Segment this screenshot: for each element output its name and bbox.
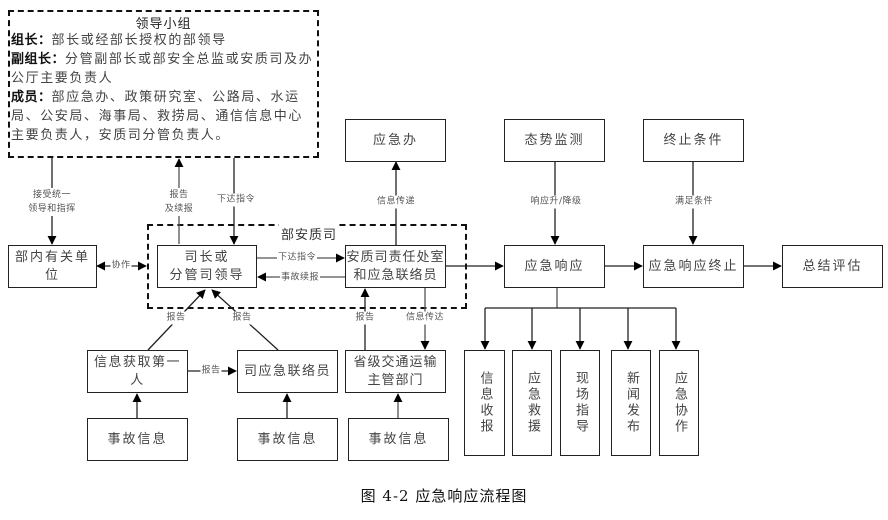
deputy-leader-entry: 副组长：分管副部长或部安全总监或安质司及办公厅主要负责人 [11, 50, 317, 88]
edge-label-info-transfer-up: 信息传递 [375, 195, 417, 209]
edge-label-report-liaison: 报告 [231, 311, 253, 325]
node-director[interactable]: 司长或 分管司领导 [157, 245, 257, 288]
node-label: 应急办 [372, 132, 418, 148]
node-info-reporting[interactable]: 信息收报 [464, 350, 505, 456]
node-news-release[interactable]: 新闻发布 [611, 350, 651, 456]
edge-label-report-first-informant: 报告 [165, 311, 187, 325]
node-label: 应急救援 [525, 371, 540, 435]
leader-entry: 组长：部长或经部长授权的部领导 [11, 31, 317, 50]
edge-label-cooperation: 协作 [110, 259, 132, 273]
leader-role-text: 部长或经部长授权的部领导 [51, 33, 227, 48]
node-first-informant[interactable]: 信息获取第一人 [87, 350, 188, 393]
node-label: 新闻发布 [624, 371, 639, 435]
node-safety-office[interactable]: 安质司责任处室 和应急联络员 [345, 245, 446, 288]
edge-label-conditions-met: 满足条件 [673, 195, 715, 209]
node-label: 事故信息 [368, 431, 429, 447]
node-label: 安质司责任处室 和应急联络员 [346, 249, 445, 283]
node-provincial-transport[interactable]: 省级交通运输主管部门 [345, 350, 446, 393]
leadership-group-title: 领导小组 [135, 17, 192, 32]
edge-label-response-up-down: 响应升/降级 [529, 195, 583, 209]
node-label: 部内有关单位 [14, 249, 90, 283]
node-label: 事故信息 [107, 431, 168, 447]
edge-label-report-horizontal: 报告 [200, 364, 222, 378]
node-label: 信息获取第一人 [93, 354, 181, 388]
node-response-termination[interactable]: 应急响应终止 [643, 245, 744, 288]
node-situation-monitoring[interactable]: 态势监测 [504, 119, 605, 162]
node-label: 司长或 分管司领导 [169, 249, 245, 283]
edge-label-accept-leadership: 接受统一 领导和指挥 [27, 188, 77, 216]
node-accident-info-2[interactable]: 事故信息 [237, 418, 338, 461]
node-label: 司应急联络员 [243, 363, 331, 379]
node-label: 终止条件 [663, 132, 724, 148]
node-label: 事故信息 [257, 431, 318, 447]
node-label: 应急响应终止 [648, 258, 739, 274]
node-label: 总结评估 [802, 258, 863, 274]
department-group-title: 部安质司 [279, 224, 340, 243]
node-label: 应急协作 [672, 371, 687, 435]
node-emergency-cooperation[interactable]: 应急协作 [659, 350, 699, 456]
node-termination-conditions[interactable]: 终止条件 [643, 119, 744, 162]
node-label: 应急响应 [524, 258, 585, 274]
node-label: 现场指导 [573, 371, 588, 435]
leader-role-label: 组长： [11, 33, 52, 48]
node-emergency-rescue[interactable]: 应急救援 [512, 350, 552, 456]
node-internal-units[interactable]: 部内有关单位 [8, 245, 97, 288]
node-label: 省级交通运输主管部门 [353, 354, 438, 388]
node-summary-evaluation[interactable]: 总结评估 [782, 245, 883, 288]
node-emergency-office[interactable]: 应急办 [345, 119, 446, 162]
leadership-group: 领导小组 组长：部长或经部长授权的部领导 副组长：分管副部长或部安全总监或安质司… [8, 10, 319, 158]
deputy-role-label: 副组长： [11, 52, 66, 67]
edge-label-accident-followup: 事故续报 [279, 271, 321, 285]
node-dept-liaison[interactable]: 司应急联络员 [237, 350, 338, 393]
deputy-role-text: 分管副部长或部安全总监或安质司及办公厅主要负责人 [11, 52, 314, 86]
node-accident-info-3[interactable]: 事故信息 [348, 418, 449, 461]
edge-label-report-provincial: 报告 [354, 311, 376, 325]
members-role-text: 部应急办、政策研究室、公路局、水运局、公安局、海事局、救捞局、通信信息中心主要负… [11, 90, 304, 143]
members-role-label: 成员： [11, 90, 52, 105]
node-onsite-guidance[interactable]: 现场指导 [560, 350, 600, 456]
figure-caption: 图 4-2 应急响应流程图 [360, 487, 528, 505]
node-accident-info-1[interactable]: 事故信息 [87, 418, 188, 461]
members-entry: 成员：部应急办、政策研究室、公路局、水运局、公安局、海事局、救捞局、通信信息中心… [11, 88, 317, 145]
node-label: 信息收报 [477, 371, 493, 435]
node-emergency-response[interactable]: 应急响应 [504, 245, 605, 288]
edge-label-issue-command-top: 下达指令 [215, 193, 257, 207]
node-label: 态势监测 [524, 132, 585, 148]
edge-label-report-followup: 报告 及续报 [163, 188, 195, 216]
edge-label-issue-command-mid: 下达指令 [276, 251, 318, 265]
leadership-group-members: 组长：部长或经部长授权的部领导 副组长：分管副部长或部安全总监或安质司及办公厅主… [11, 31, 317, 145]
edge-label-info-relay-down: 信息传达 [404, 311, 446, 325]
